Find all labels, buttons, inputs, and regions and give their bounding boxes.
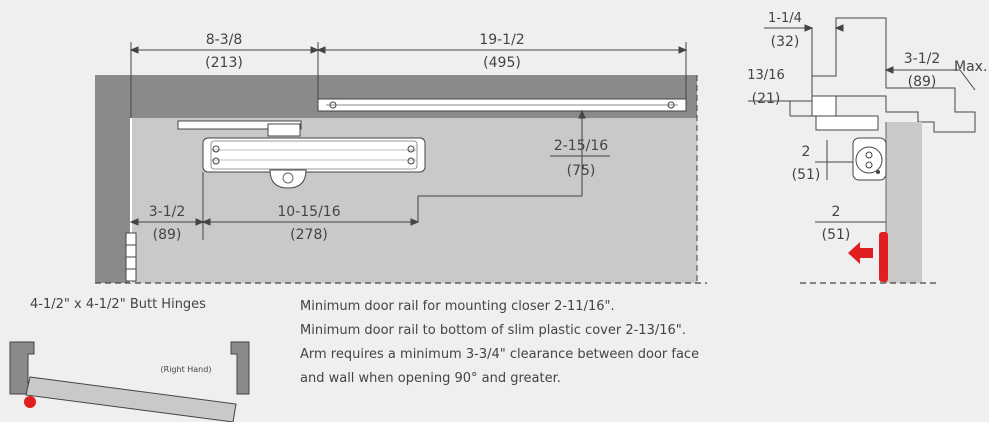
arm-length-mm: (213) xyxy=(205,55,243,71)
track-drop-in: 2-15/16 xyxy=(554,138,608,154)
side-drop-in: 13/16 xyxy=(747,68,784,83)
side-door-mm: (51) xyxy=(822,227,851,243)
body-offset-in: 10-15/16 xyxy=(277,204,340,220)
side-max-mm: (89) xyxy=(908,74,937,90)
top-dimension-lines xyxy=(129,42,688,118)
hinge-offset-mm: (89) xyxy=(153,227,182,243)
hinges-caption: 4-1/2" x 4-1/2" Butt Hinges xyxy=(30,297,206,312)
track-length-in: 19-1/2 xyxy=(479,32,524,48)
hinge-offset-in: 3-1/2 xyxy=(149,204,186,220)
installation-notes: Minimum door rail for mounting closer 2-… xyxy=(300,295,699,391)
side-door-in: 2 xyxy=(832,204,841,220)
pivot-point xyxy=(24,396,36,408)
side-track xyxy=(811,95,837,117)
bottom-dimension-lines xyxy=(129,172,420,240)
note-line: Minimum door rail for mounting closer 2-… xyxy=(300,299,615,314)
arm-length-in: 8-3/8 xyxy=(206,32,243,48)
track-length-mm: (495) xyxy=(483,55,521,71)
body-offset-mm: (278) xyxy=(290,227,328,243)
side-arm xyxy=(815,115,879,131)
side-top-in: 1-1/4 xyxy=(768,11,802,26)
track-screw-left xyxy=(329,101,337,109)
side-body-mm: (51) xyxy=(792,167,821,183)
closer-body xyxy=(202,137,426,189)
side-drop-mm: (21) xyxy=(752,91,781,107)
side-body-in: 2 xyxy=(802,144,811,160)
note-line: Arm requires a minimum 3-3/4" clearance … xyxy=(300,347,700,362)
side-max-label: Max. xyxy=(954,59,987,75)
track-screw-right xyxy=(667,101,675,109)
push-direction-arrow-icon xyxy=(848,242,873,264)
plan-view: (Right Hand) xyxy=(9,341,250,422)
side-door-section xyxy=(886,122,922,283)
track-drop-mm: (75) xyxy=(567,163,596,179)
note-line: and wall when opening 90° and greater. xyxy=(300,371,561,386)
side-closer-body xyxy=(852,137,887,181)
track-drop-dimension xyxy=(417,109,610,222)
side-top-mm: (32) xyxy=(771,34,800,50)
side-max-in: 3-1/2 xyxy=(904,51,941,67)
side-dimension-lines xyxy=(748,18,976,223)
red-door-edge xyxy=(879,232,888,282)
closer-arm xyxy=(177,120,302,130)
right-hand-label: (Right Hand) xyxy=(161,365,212,374)
note-line: Minimum door rail to bottom of slim plas… xyxy=(300,323,686,338)
